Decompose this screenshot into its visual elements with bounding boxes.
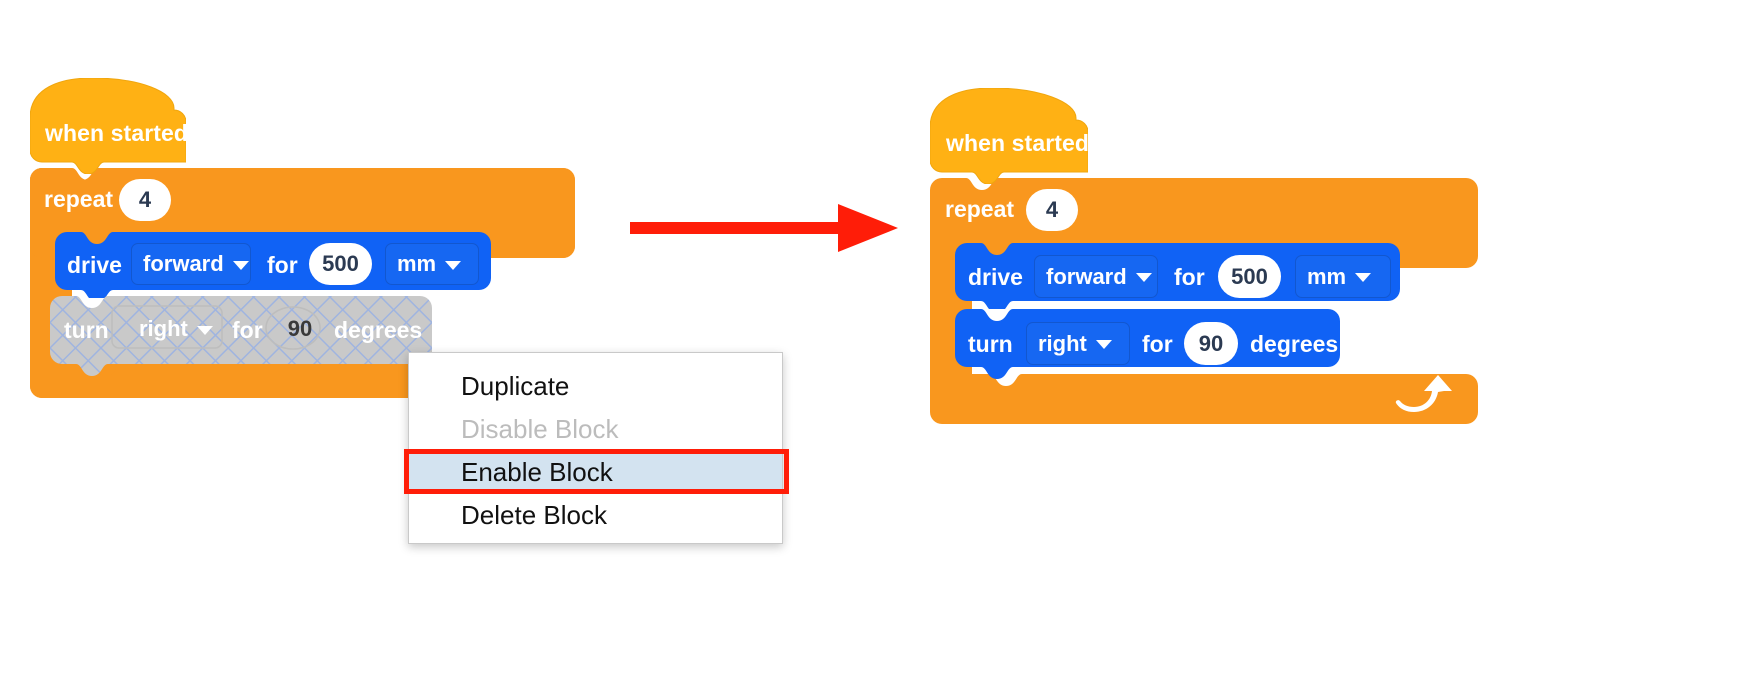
context-menu-item-label: Duplicate xyxy=(461,371,570,401)
drive-for-label-before: for xyxy=(267,252,298,278)
chevron-down-icon xyxy=(1355,273,1372,282)
repeat-count-field-before[interactable]: 4 xyxy=(119,179,171,221)
repeat-label-after: repeat xyxy=(945,196,1015,222)
turn-label-after: turn xyxy=(968,331,1013,357)
chevron-down-icon xyxy=(445,260,462,270)
when-started-label-after: when started xyxy=(946,130,1090,156)
turn-direction-value-before: right xyxy=(139,316,188,341)
drive-label-before: drive xyxy=(67,252,122,278)
drive-direction-dropdown-before[interactable]: forward xyxy=(131,243,251,285)
chevron-down-icon xyxy=(1135,273,1152,282)
turn-angle-field-after[interactable]: 90 xyxy=(1184,322,1238,365)
turn-for-label-before: for xyxy=(232,317,263,343)
drive-unit-value-after: mm xyxy=(1307,263,1347,289)
chevron-down-icon xyxy=(196,325,213,335)
context-menu-item-duplicate[interactable]: Duplicate xyxy=(409,365,782,408)
drive-unit-value-before: mm xyxy=(397,251,437,276)
turn-label-before: turn xyxy=(64,317,109,343)
context-menu-item-label: Enable Block xyxy=(461,457,613,487)
turn-direction-value-after: right xyxy=(1038,330,1087,356)
drive-unit-dropdown-before[interactable]: mm xyxy=(385,243,479,285)
loop-arrow-icon xyxy=(1395,375,1452,412)
turn-angle-field-before[interactable]: 90 xyxy=(287,316,313,341)
turn-unit-label-after: degrees xyxy=(1250,331,1339,357)
context-menu-item-label: Delete Block xyxy=(461,500,607,530)
chevron-down-icon xyxy=(232,260,249,270)
drive-direction-dropdown-after[interactable]: forward xyxy=(1034,255,1158,298)
repeat-count-field-after[interactable]: 4 xyxy=(1026,189,1078,231)
chevron-down-icon xyxy=(1095,340,1112,349)
when-started-hat-before[interactable] xyxy=(30,78,186,174)
context-menu-item-label: Disable Block xyxy=(461,414,619,444)
repeat-label-before: repeat xyxy=(44,186,114,212)
drive-direction-value-after: forward xyxy=(1046,263,1127,289)
turn-direction-dropdown-before[interactable]: right xyxy=(128,308,232,350)
turn-block-before-disabled[interactable] xyxy=(50,296,432,376)
drive-label-after: drive xyxy=(968,264,1023,290)
drive-distance-field-before[interactable]: 500 xyxy=(309,243,372,285)
drive-direction-value-before: forward xyxy=(143,251,224,276)
drive-unit-dropdown-after[interactable]: mm xyxy=(1295,255,1391,298)
context-menu-item-disable-block: Disable Block xyxy=(409,408,782,451)
arrow-right-icon xyxy=(630,204,898,252)
turn-direction-dropdown-after[interactable]: right xyxy=(1026,322,1130,365)
block-context-menu[interactable]: Duplicate Disable Block Enable Block Del… xyxy=(408,352,783,544)
drive-for-label-after: for xyxy=(1174,264,1205,290)
context-menu-item-delete-block[interactable]: Delete Block xyxy=(409,494,782,537)
drive-distance-field-after[interactable]: 500 xyxy=(1218,255,1281,298)
turn-for-label-after: for xyxy=(1142,331,1173,357)
when-started-label-before: when started xyxy=(45,120,189,146)
context-menu-item-enable-block[interactable]: Enable Block xyxy=(409,451,782,494)
turn-unit-label-before: degrees xyxy=(334,317,423,343)
